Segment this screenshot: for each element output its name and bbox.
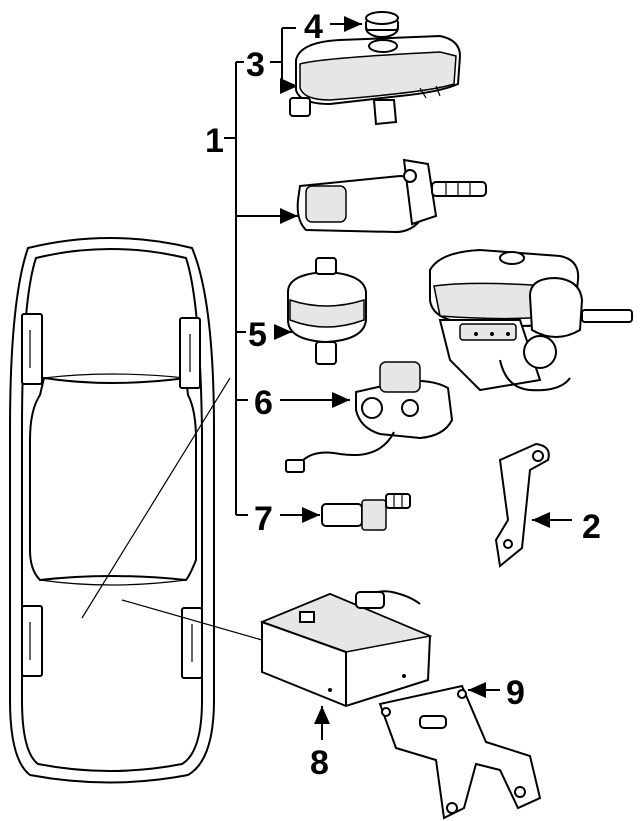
callout-3: 3 [246,46,265,84]
callout-5: 5 [248,316,267,354]
front-left-wheel [21,313,43,385]
control-module [259,590,433,740]
callout-1: 1 [205,122,224,160]
reservoir-cap [330,11,399,38]
callout-9: 9 [506,674,525,712]
master-cylinder [236,158,487,234]
module-bracket [378,682,542,820]
mounting-bracket [494,442,572,568]
fluid-reservoir [270,27,462,126]
callout-7: 7 [254,500,273,538]
vehicle-outline [9,237,263,784]
callout-4: 4 [304,8,323,46]
accumulator [236,257,367,365]
callout-6: 6 [254,384,273,422]
callout-1-bracket [224,61,244,515]
pressure-switch [236,361,454,473]
sensor [236,493,411,531]
callout-8: 8 [310,744,329,782]
rear-left-wheel [21,605,43,677]
callout-2: 2 [582,508,601,546]
hydraulic-unit [429,248,633,392]
